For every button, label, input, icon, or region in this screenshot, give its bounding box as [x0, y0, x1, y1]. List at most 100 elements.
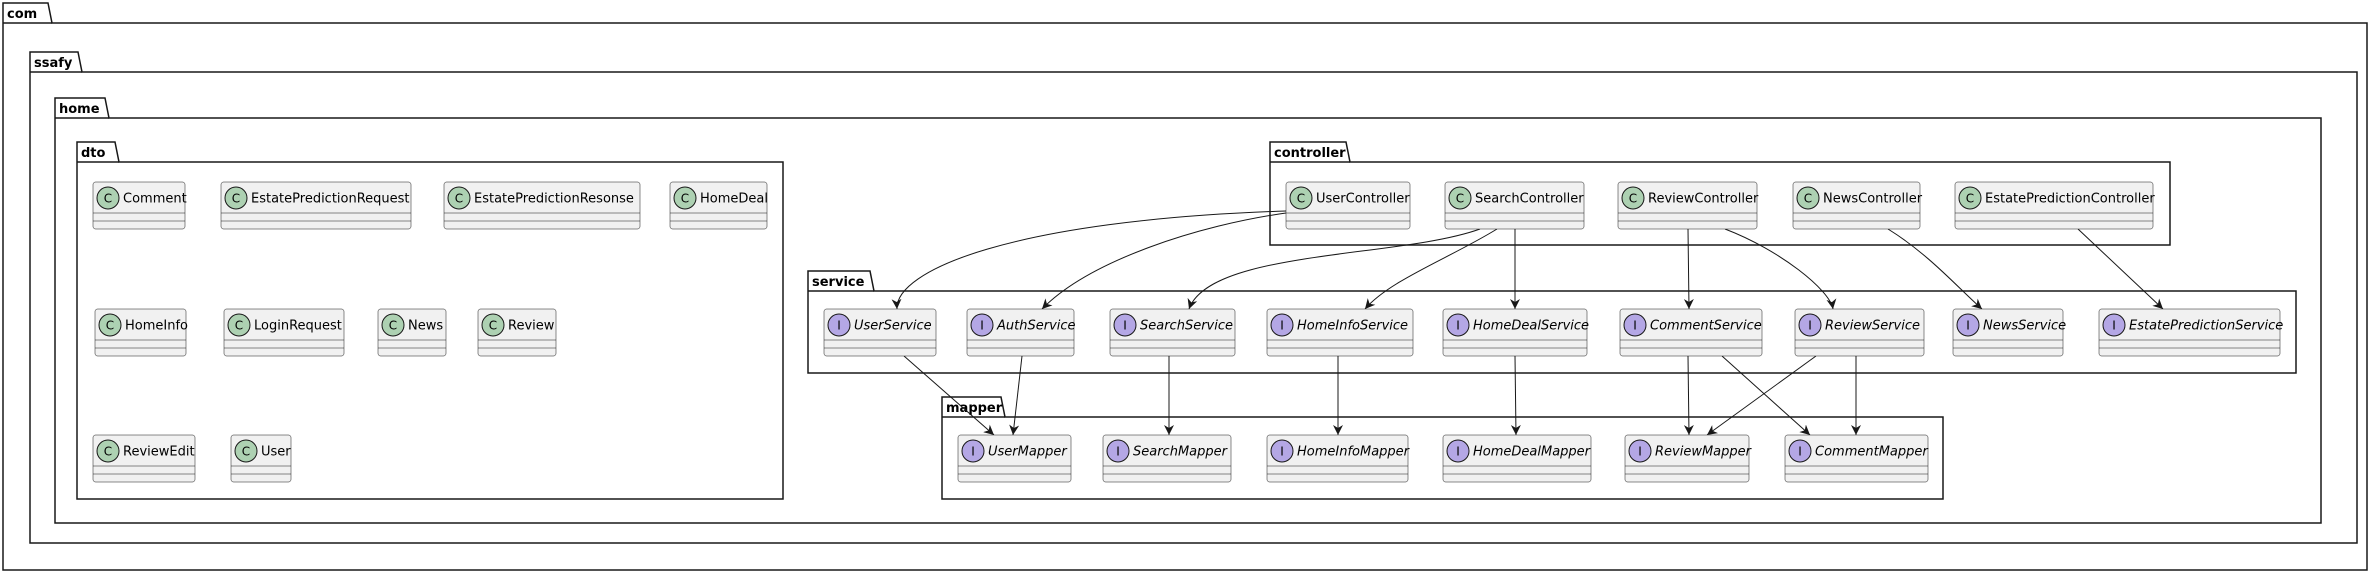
interface-badge-icon [1106, 439, 1130, 463]
badge-letter: I [1116, 445, 1120, 459]
classifier-name: HomeInfo [125, 319, 188, 334]
classifier-name: NewsService [1983, 319, 2066, 334]
interface-badge-icon [961, 439, 985, 463]
badge-letter: C [1804, 192, 1812, 206]
class-badge-icon [234, 439, 258, 463]
interface-badge-icon [1798, 313, 1822, 337]
classifier-box [1442, 434, 1592, 483]
class-badge-icon [1796, 186, 1820, 210]
classifier-name: UserService [854, 319, 932, 334]
interface-badge-icon [1446, 439, 1470, 463]
badge-letter: I [1798, 445, 1802, 459]
badge-letter: C [1456, 192, 1464, 206]
classifier-box [220, 181, 412, 230]
relation-UserController-to-AuthService [1041, 212, 1287, 310]
package-service: service [807, 270, 2297, 374]
relation-SearchController-to-SearchService [1187, 228, 1481, 310]
classifier-box [1444, 181, 1585, 230]
interface-badge-icon [1788, 439, 1812, 463]
package-mapper-label: mapper [946, 401, 1003, 416]
badge-letter: I [1638, 445, 1642, 459]
interface-badge-icon [1623, 313, 1647, 337]
relation-HomeDealService-to-HomeDealMapper [1510, 355, 1521, 436]
relation-ReviewController-to-CommentService [1683, 228, 1694, 310]
badge-letter: I [1633, 319, 1637, 333]
package-dto-label: dto [81, 146, 106, 161]
badge-letter: C [389, 319, 397, 333]
badge-letter: I [837, 319, 841, 333]
badge-letter: C [1966, 192, 1974, 206]
classifier-name: UserController [1316, 192, 1410, 207]
package-service-label: service [812, 275, 865, 290]
badge-letter: C [104, 192, 112, 206]
classifier-box [1784, 434, 1929, 483]
badge-letter: C [106, 319, 114, 333]
badge-letter: I [1808, 319, 1812, 333]
class-badge-icon [381, 313, 405, 337]
classifier-box [1109, 308, 1236, 357]
classifier-box [1954, 181, 2154, 230]
badge-letter: C [455, 192, 463, 206]
badge-letter: I [1280, 445, 1284, 459]
badge-letter: C [242, 445, 250, 459]
badge-letter: C [235, 319, 243, 333]
package-home-frame [54, 97, 2322, 524]
relation-CommentService-to-CommentMapper [1721, 355, 1811, 436]
class-badge-icon [96, 186, 120, 210]
classifier-name: HomeDealMapper [1473, 445, 1592, 460]
badge-letter: I [2112, 319, 2116, 333]
package-controller-label: controller [1274, 146, 1346, 161]
interface-badge-icon [1270, 313, 1294, 337]
package-controller-frame [1269, 141, 2171, 246]
class-badge-icon [98, 313, 122, 337]
classifier-name: SearchMapper [1133, 445, 1229, 460]
interface-badge-icon [1628, 439, 1652, 463]
classifier-box [1624, 434, 1750, 483]
classifier-box [1285, 181, 1411, 230]
badge-letter: C [1297, 192, 1305, 206]
class-badge-icon [224, 186, 248, 210]
class-EstatePredictionController: C EstatePredictionController [1954, 181, 2155, 230]
badge-letter: C [104, 445, 112, 459]
classifier-name: NewsController [1823, 192, 1923, 207]
interface-UserService: I UserService [823, 308, 937, 357]
package-mapper-frame [941, 396, 1944, 500]
interface-badge-icon [1113, 313, 1137, 337]
classifier-name: SearchService [1140, 319, 1233, 334]
classifier-box [1952, 308, 2064, 357]
relation-UserService-to-UserMapper [903, 355, 995, 436]
classifier-name: Review [508, 319, 555, 334]
classifier-name: EstatePredictionController [1985, 192, 2155, 207]
badge-letter: C [232, 192, 240, 206]
class-NewsController: C NewsController [1792, 181, 1923, 230]
classifier-box [1266, 308, 1414, 357]
relation-CommentService-to-ReviewMapper [1683, 355, 1694, 436]
classifier-box [1792, 181, 1921, 230]
classifier-box [1619, 308, 1763, 357]
classifier-box [443, 181, 641, 230]
relation-NewsController-to-NewsService [1887, 228, 1983, 310]
package-dto: dto [76, 141, 784, 500]
class-badge-icon [1289, 186, 1313, 210]
relation-AuthService-to-UserMapper [1009, 355, 1023, 436]
interface-badge-icon [1956, 313, 1980, 337]
classifier-box [1102, 434, 1232, 483]
